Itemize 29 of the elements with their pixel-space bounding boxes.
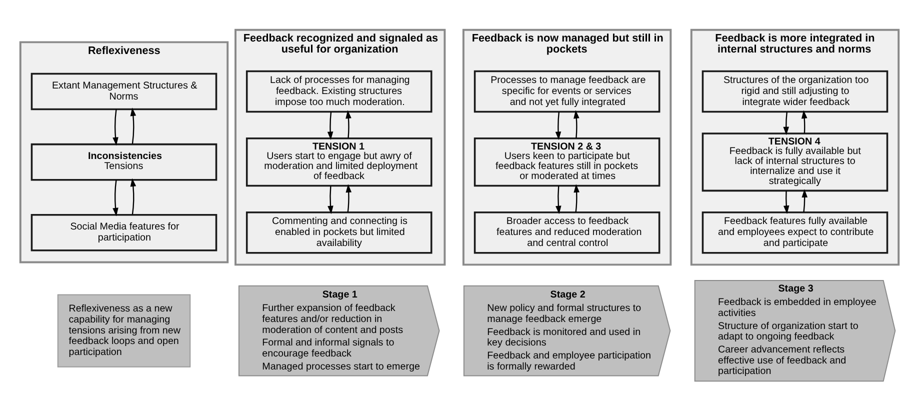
arrow: [802, 188, 808, 212]
node-box: Commenting and connecting is enabled in pockets but limited availability: [246, 211, 432, 254]
node-box: Structures of the organization too rigid and still adjusting to integrate wider feedback: [702, 70, 888, 112]
node-box: TENSION 4 Feedback is fully available but lack of internal structures to internalize and use it strategically: [702, 132, 888, 192]
node-box: Inconsistencies Tensions: [30, 142, 218, 180]
node-box: Processes to manage feedback are specific for events or services and not yet fully integrated: [474, 70, 660, 112]
arrow: [327, 111, 334, 140]
arrow: [328, 185, 334, 214]
arrow: [783, 111, 790, 135]
arrow: [130, 178, 136, 214]
node-box: Feedback features fully available and employees expect to contribute and participate: [702, 211, 888, 254]
arrow: [556, 185, 562, 214]
node-box: Extant Management Structures & Norms: [30, 72, 218, 110]
arrow: [346, 110, 352, 138]
arrow: [346, 184, 352, 212]
arrow: [130, 107, 136, 144]
arrow: [783, 190, 790, 214]
arrow: [801, 110, 808, 133]
arrow: [555, 111, 562, 140]
arrow: [112, 108, 118, 146]
node-box: Broader access to feedback features and reduced moderation and central control: [474, 211, 660, 254]
arrow: [574, 184, 580, 212]
node-box: TENSION 2 & 3 Users keen to participate but feedback features still in pockets or moderated at times: [474, 137, 660, 186]
node-box: Lack of processes for managing feedback. Existing structures impose too much moderation.: [246, 70, 432, 112]
node-box: Social Media features for participation: [30, 213, 218, 251]
arrow: [112, 179, 118, 216]
arrow: [574, 110, 580, 138]
node-box: TENSION 1 Users start to engage but awry of moderation and limited deployment of feedback: [246, 137, 432, 186]
node-box: Reflexiveness as a new capability for managing tensions arising from new feedback loops and open participation: [57, 294, 191, 367]
